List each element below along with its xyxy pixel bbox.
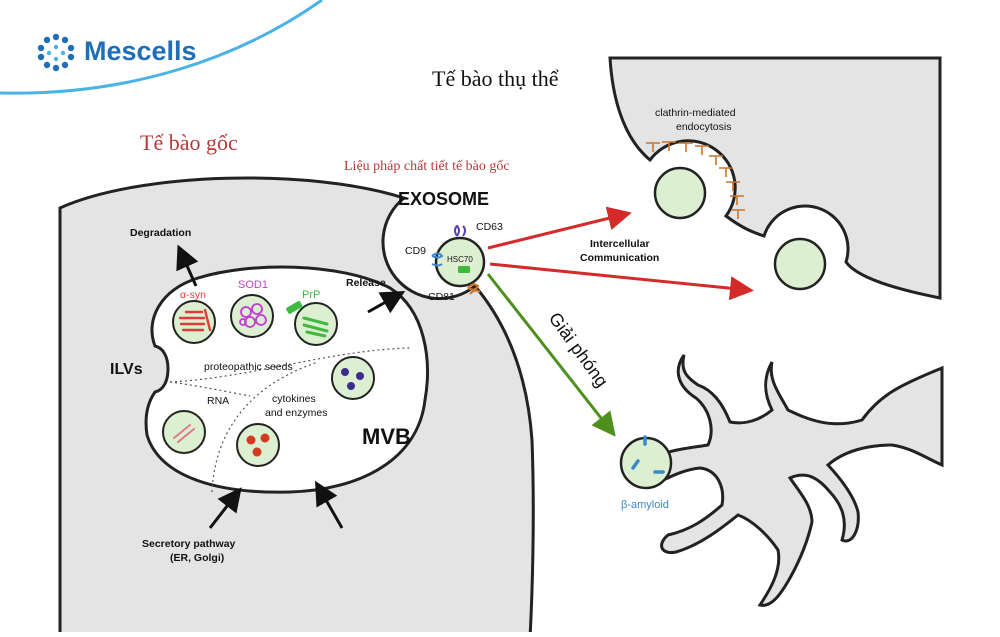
- enzyme-dots: [246, 433, 270, 457]
- release-green-arrow: [486, 273, 616, 437]
- docking-vesicle-1: [653, 166, 707, 220]
- exosome-vesicle: [434, 236, 486, 288]
- separator-dotted-horizontal: [169, 347, 411, 383]
- cd63-label: CD63: [476, 221, 503, 233]
- secretory-arrow-left: [208, 487, 242, 529]
- vesicle-enzymes: [236, 423, 280, 467]
- secretory-arrow-right: [315, 480, 344, 529]
- cd9-label: CD9: [405, 245, 426, 257]
- clathrin-coat: [646, 141, 745, 219]
- alpha-syn-aggregate: [178, 308, 212, 332]
- receptor-cell-title: Tế bào thụ thể: [432, 66, 559, 91]
- vesicle-cytokines: [331, 356, 375, 400]
- cd81-marker: [467, 283, 481, 295]
- separator-dotted-curve: [211, 361, 319, 493]
- alpha-syn-label: α-syn: [180, 289, 206, 301]
- mvb-compartment: [144, 265, 429, 494]
- mvb-label: MVB: [362, 424, 411, 449]
- receptor-cell: [608, 56, 942, 300]
- header-swoosh: [0, 0, 300, 112]
- amyloid-fibrils: [631, 435, 665, 474]
- rna-strands: [173, 424, 195, 443]
- sod1-label: SOD1: [238, 279, 268, 291]
- brand-name[interactable]: Mescells: [84, 36, 197, 66]
- cd63-marker: [454, 224, 466, 237]
- intercellular-label-1: Intercellular: [590, 238, 650, 250]
- secretory-label-1: Secretory pathway: [142, 538, 236, 550]
- sod1-cluster: [239, 303, 267, 328]
- proteopathic-seeds-label: proteopathic seeds: [204, 361, 293, 373]
- clathrin-label-2: endocytosis: [676, 121, 731, 133]
- cytokines-label-1: cytokines: [272, 393, 316, 405]
- vesicle-prp: [294, 302, 338, 346]
- release-label: Release: [346, 277, 386, 289]
- cd9-marker: [431, 252, 444, 267]
- amyloid-vesicle: [619, 436, 673, 490]
- ilvs-label: ILVs: [110, 361, 143, 378]
- neuron: [642, 354, 944, 607]
- release-vi-label: Giải phóng: [545, 309, 612, 391]
- secretory-label-2: (ER, Golgi): [170, 552, 224, 564]
- hsc70-marker: [458, 266, 470, 273]
- communication-arrow-upper: [487, 206, 632, 250]
- vesicle-rna: [162, 410, 206, 454]
- header-swoosh-stroke: [0, 0, 323, 95]
- stem-cell-title: Tế bào gốc: [140, 130, 238, 155]
- rna-label: RNA: [207, 395, 229, 407]
- release-arrow: [367, 291, 406, 314]
- hsc70-label: HSC70: [447, 255, 473, 264]
- prp-fibrils: [302, 316, 329, 338]
- prp-label: PrP: [302, 289, 320, 301]
- intercellular-label-2: Communication: [580, 252, 659, 264]
- clathrin-label-1: clathrin-mediated: [655, 107, 736, 119]
- vesicle-sod1: [230, 294, 274, 338]
- prp-bar: [286, 300, 303, 314]
- therapy-title: Liệu pháp chất tiết tế bào gốc: [344, 159, 510, 174]
- cytokines-label-2: and enzymes: [265, 407, 327, 419]
- beta-amyloid-label: β-amyloid: [621, 499, 669, 511]
- docking-vesicle-2: [773, 237, 827, 291]
- communication-arrow-lower: [489, 262, 754, 301]
- degradation-label: Degradation: [130, 227, 191, 239]
- molecule-ring-icon: [37, 33, 75, 72]
- cytokine-dots: [341, 368, 364, 390]
- exosome-title: EXOSOME: [398, 189, 489, 209]
- degradation-arrow: [176, 244, 199, 287]
- cd81-label: CD81: [428, 291, 455, 303]
